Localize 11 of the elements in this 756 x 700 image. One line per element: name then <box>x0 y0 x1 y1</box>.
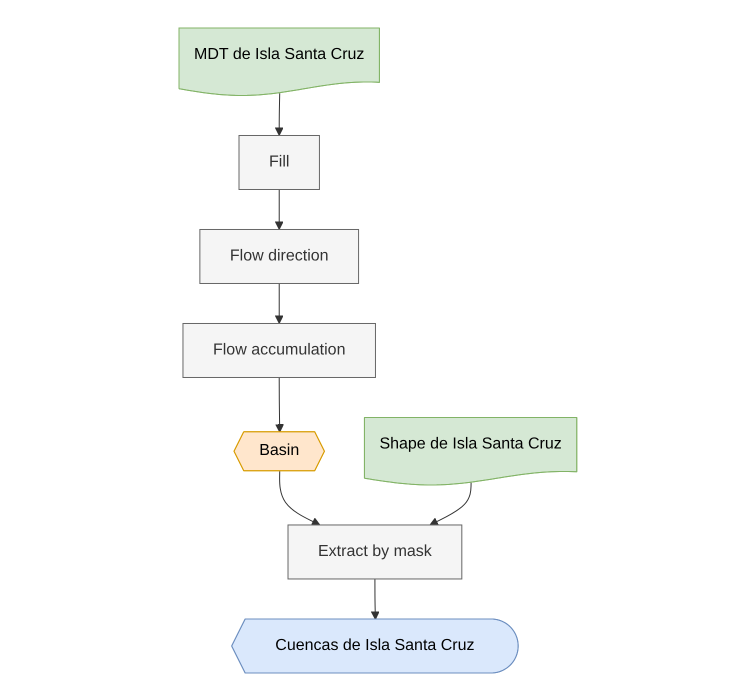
arrow <box>274 282 284 324</box>
arrow <box>370 578 380 620</box>
arrow <box>279 470 320 525</box>
node-box: Flow accumulation <box>182 322 376 378</box>
arrow <box>430 482 472 525</box>
node-box: Flow direction <box>199 228 360 284</box>
arrow <box>274 92 284 136</box>
arrow <box>274 188 284 230</box>
arrow <box>275 376 284 432</box>
node-box: Extract by mask <box>288 524 462 579</box>
node-box: Fill <box>238 134 320 190</box>
